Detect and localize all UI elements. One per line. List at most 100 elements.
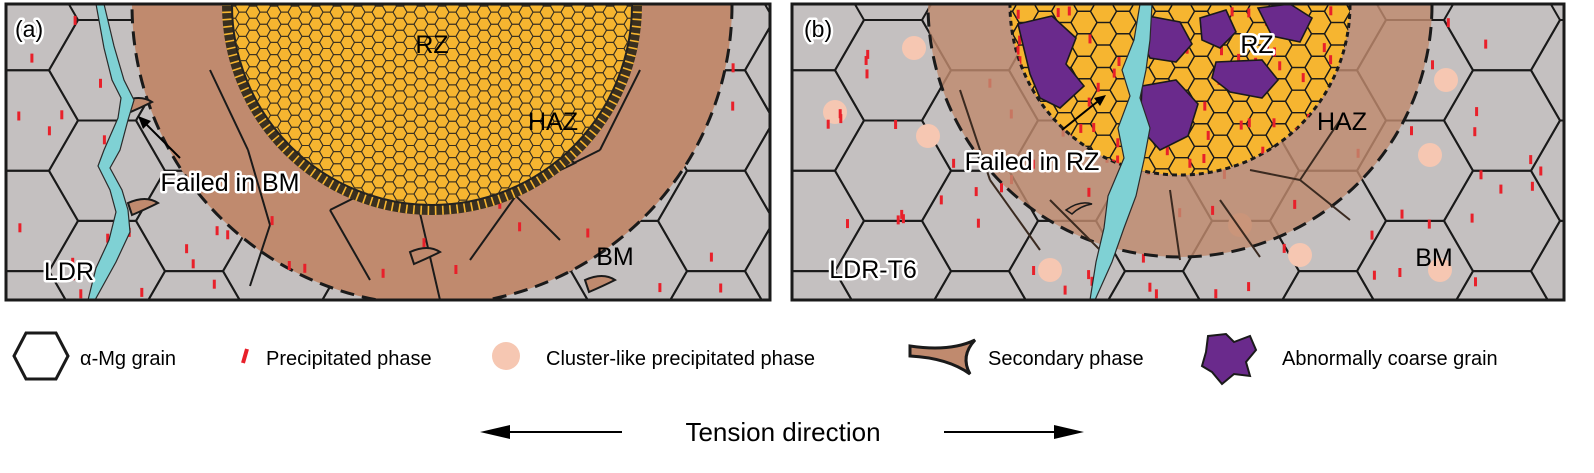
rz-precipitate bbox=[1220, 46, 1223, 56]
columnar-grain bbox=[592, 123, 602, 131]
haz-precipitate bbox=[381, 268, 385, 278]
columnar-grain bbox=[547, 167, 555, 177]
failure-arrow bbox=[1061, 97, 1103, 131]
precipitate bbox=[826, 119, 830, 129]
columnar-grain bbox=[309, 167, 317, 177]
haz-precipitate bbox=[586, 228, 590, 238]
haz-grain-boundary bbox=[247, 149, 271, 226]
rz-precipitate bbox=[1247, 8, 1251, 18]
rz-precipitate bbox=[1096, 82, 1100, 92]
precipitate bbox=[30, 53, 34, 63]
precipitate bbox=[1400, 209, 1404, 219]
columnar-grain bbox=[237, 79, 248, 86]
columnar-grain bbox=[228, 53, 239, 58]
columnar-grain bbox=[226, 46, 237, 50]
columnar-grain bbox=[529, 179, 536, 189]
cluster-precipitate bbox=[1434, 68, 1458, 92]
rz-label: RZ bbox=[1240, 31, 1273, 59]
columnar-grain bbox=[341, 185, 348, 196]
rz-precipitate bbox=[1237, 53, 1241, 63]
haz-grain-boundary bbox=[989, 179, 1041, 251]
precipitate bbox=[1539, 166, 1543, 176]
precipitate bbox=[894, 120, 898, 129]
rz-precipitate bbox=[1278, 61, 1282, 71]
precipitate bbox=[1087, 270, 1091, 280]
haz-precipitate bbox=[518, 222, 522, 232]
columnar-grain bbox=[398, 202, 402, 213]
precipitate bbox=[1370, 230, 1374, 240]
columnar-grain bbox=[574, 144, 583, 153]
rz-precipitate bbox=[1230, 7, 1234, 17]
columnar-grain bbox=[522, 182, 530, 192]
precipitate bbox=[72, 271, 75, 281]
precipitate bbox=[1479, 170, 1483, 180]
rz-precipitate bbox=[1079, 123, 1083, 133]
legend: α-Mg grain Precipitated phase Cluster-li… bbox=[12, 331, 1498, 386]
columnar-grain bbox=[250, 105, 260, 112]
precipitate bbox=[1398, 268, 1402, 277]
precipitate bbox=[901, 214, 905, 224]
columnar-grain bbox=[383, 199, 388, 210]
precipitate bbox=[974, 187, 978, 197]
legend-precipitate-label: Precipitated phase bbox=[266, 348, 432, 370]
cluster-precipitate bbox=[1288, 243, 1312, 267]
columnar-grain bbox=[600, 111, 610, 119]
haz-precipitate bbox=[498, 199, 502, 209]
panel-a: (a) RZ HAZ BM LDR Failed in BM bbox=[4, 2, 772, 302]
precipitate bbox=[1474, 277, 1477, 287]
precipitate bbox=[1529, 155, 1533, 165]
precipitate bbox=[1063, 285, 1067, 295]
precipitate bbox=[1214, 289, 1218, 299]
sample-label: LDR-T6 bbox=[829, 256, 917, 284]
failure-label: Failed in BM bbox=[161, 169, 300, 197]
rz-precipitate bbox=[1016, 9, 1020, 19]
cluster-legend-icon bbox=[492, 342, 520, 370]
columnar-grain bbox=[405, 203, 409, 214]
haz-grain-boundary bbox=[959, 89, 991, 181]
panel-b-frame bbox=[790, 2, 1566, 302]
precipitate bbox=[838, 109, 842, 119]
columnar-grain bbox=[613, 86, 624, 93]
rz-precipitate bbox=[1247, 118, 1251, 128]
cluster-precipitate bbox=[823, 100, 847, 124]
rz-precipitate bbox=[1272, 118, 1276, 128]
haz-grain-boundary bbox=[469, 189, 521, 261]
cluster-precipitate bbox=[1428, 258, 1452, 282]
precipitate bbox=[658, 283, 662, 293]
legend-secondary-label: Secondary phase bbox=[988, 348, 1144, 370]
haz-precipitate bbox=[1000, 183, 1003, 193]
columnar-grain bbox=[258, 117, 268, 125]
columnar-grain bbox=[535, 175, 542, 185]
haz-precipitate bbox=[287, 261, 291, 270]
precipitate bbox=[18, 223, 22, 233]
rz-precipitate bbox=[1092, 123, 1096, 132]
columnar-grain bbox=[497, 193, 502, 204]
columnar-grain bbox=[297, 158, 306, 168]
columnar-grain bbox=[243, 92, 254, 99]
columnar-grain bbox=[623, 59, 634, 65]
precipitate bbox=[719, 283, 723, 293]
haz-grain-boundary bbox=[209, 69, 249, 151]
columnar-grain bbox=[558, 158, 567, 168]
precipitate bbox=[1530, 181, 1534, 191]
columnar-grain bbox=[627, 46, 638, 50]
precipitate bbox=[846, 219, 849, 229]
columnar-grain bbox=[596, 117, 606, 125]
precipitate bbox=[71, 257, 75, 267]
haz-grain-boundary bbox=[1299, 119, 1341, 181]
precipitate bbox=[99, 78, 102, 88]
precipitate bbox=[79, 289, 83, 299]
precipitate bbox=[212, 279, 216, 289]
rz-precipitate bbox=[1116, 155, 1120, 165]
precipitate bbox=[839, 114, 843, 124]
columnar-grain bbox=[604, 105, 614, 112]
precipitate bbox=[60, 110, 64, 120]
rz-precipitate bbox=[1056, 8, 1060, 18]
bm-label: BM bbox=[1415, 244, 1453, 272]
failure-arrow-head bbox=[1094, 95, 1106, 106]
columnar-grain bbox=[246, 99, 257, 106]
rz-precipitate bbox=[1088, 34, 1092, 44]
tension-arrowhead-left bbox=[480, 425, 510, 439]
rz-precipitate bbox=[1202, 154, 1206, 163]
columnar-grain bbox=[369, 195, 374, 206]
